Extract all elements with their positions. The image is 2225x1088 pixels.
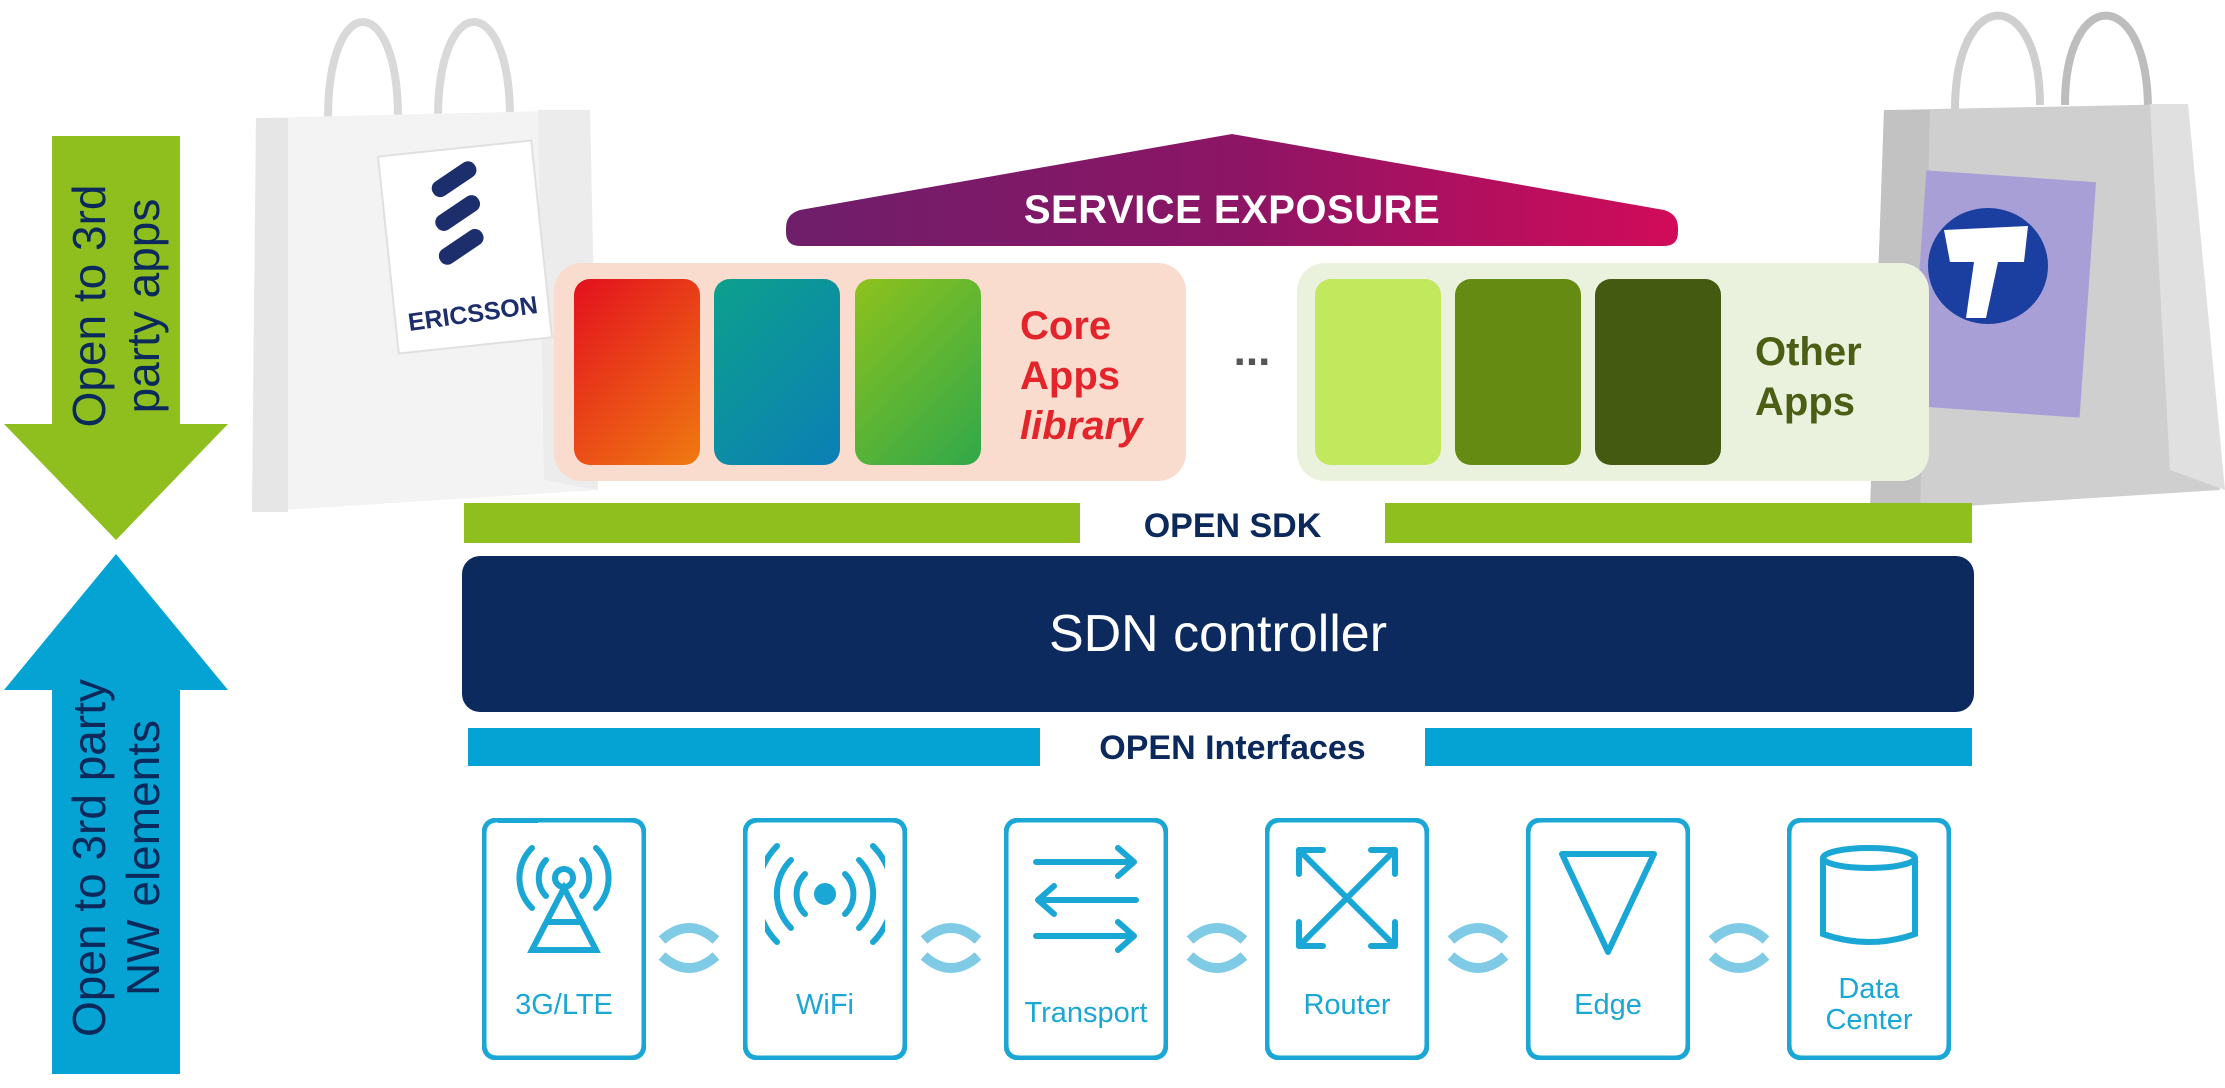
- nw-element-data-center: Data Center: [1787, 818, 1951, 1060]
- service-exposure-label: SERVICE EXPOSURE: [1023, 188, 1441, 232]
- other-app-tile-light: [1315, 279, 1441, 465]
- connector-arrows-icon: [918, 912, 984, 982]
- open-nw-text-line2: NW elements: [117, 719, 169, 997]
- core-apps-library-panel: Core Apps library: [554, 263, 1186, 481]
- nw-box-frame: [1265, 818, 1429, 1060]
- down-arrow-icon: [4, 136, 228, 540]
- nw-element-label-line1: Data: [1838, 973, 1900, 1005]
- nw-box-frame: [1787, 818, 1951, 1060]
- up-arrow-icon: [4, 554, 228, 1074]
- connector-arrows-icon: [1445, 912, 1511, 982]
- other-apps-label: Other Apps: [1755, 327, 1862, 427]
- nw-element-router: Router: [1265, 818, 1429, 1060]
- wifi-icon: [765, 843, 885, 945]
- open-apps-text: Open to 3rd party apps: [62, 154, 170, 458]
- nw-element-label: Router: [1303, 989, 1391, 1021]
- router-icon: [1296, 847, 1398, 949]
- core-apps-label-line2: Apps: [1020, 354, 1120, 398]
- open-interfaces-bar-left: [468, 728, 1040, 766]
- open-nw-text-line1: Open to 3rd party: [63, 679, 115, 1037]
- other-apps-label-line2: Apps: [1755, 380, 1855, 424]
- nw-box-frame: [482, 818, 646, 1060]
- other-apps-panel: Other Apps: [1297, 263, 1929, 481]
- open-nw-arrow: Open to 3rd party NW elements: [4, 554, 228, 1074]
- telstra-logo: [1928, 208, 2048, 324]
- open-sdk-label: OPEN SDK: [1080, 504, 1385, 554]
- nw-box-frame: [743, 818, 907, 1060]
- nw-element-wifi: WiFi: [743, 818, 907, 1060]
- open-apps-text-line1: Open to 3rd: [63, 184, 115, 428]
- open-sdk-bar-right: [1385, 503, 1972, 543]
- connector-arrows-icon: [656, 912, 722, 982]
- nw-element-label: Transport: [1024, 997, 1148, 1029]
- sdn-controller-block: SDN controller: [462, 556, 1974, 712]
- transport-arrows-icon: [1033, 845, 1139, 953]
- core-apps-label-line1: Core: [1020, 304, 1112, 348]
- open-sdk-bar-left: [464, 503, 1080, 543]
- open-nw-text: Open to 3rd party NW elements: [62, 628, 170, 1088]
- nw-element-3g-lte: 3G/LTE: [482, 818, 646, 1060]
- nw-element-label-line2: Center: [1825, 1004, 1913, 1036]
- nw-element-label: WiFi: [796, 989, 854, 1021]
- core-app-tile-green: [855, 279, 981, 465]
- connector-arrows-icon: [1706, 912, 1772, 982]
- database-icon: [1820, 845, 1918, 945]
- nw-element-label: Edge: [1574, 989, 1642, 1021]
- open-interfaces-label: OPEN Interfaces: [1040, 724, 1425, 772]
- other-app-tile-mid: [1455, 279, 1581, 465]
- core-app-tile-red: [574, 279, 700, 465]
- ericsson-logo: [431, 161, 484, 265]
- core-app-tile-teal: [714, 279, 840, 465]
- core-apps-label-line3: library: [1020, 404, 1143, 448]
- core-apps-label: Core Apps library: [1020, 301, 1142, 451]
- edge-triangle-icon: [1559, 851, 1657, 955]
- more-apps-ellipsis: ...: [1233, 326, 1271, 375]
- ericsson-shopping-bag: ERICSSON: [248, 0, 598, 520]
- other-apps-label-line1: Other: [1755, 330, 1862, 374]
- shopping-bag-icon: [252, 18, 598, 512]
- connector-arrows-icon: [1184, 912, 1250, 982]
- service-exposure-banner: [786, 134, 1678, 246]
- nw-box-frame: [1526, 818, 1690, 1060]
- other-app-tile-dark: [1595, 279, 1721, 465]
- nw-element-edge: Edge: [1526, 818, 1690, 1060]
- nw-box-frame: [1004, 818, 1168, 1060]
- nw-element-label: Data Center: [1787, 974, 1951, 1036]
- cell-tower-icon: [516, 845, 612, 953]
- nw-element-label: 3G/LTE: [515, 989, 613, 1021]
- open-interfaces-bar-right: [1425, 728, 1972, 766]
- nw-element-transport: Transport: [1004, 818, 1168, 1060]
- open-apps-arrow: Open to 3rd party apps: [4, 136, 228, 540]
- open-apps-text-line2: party apps: [117, 198, 169, 414]
